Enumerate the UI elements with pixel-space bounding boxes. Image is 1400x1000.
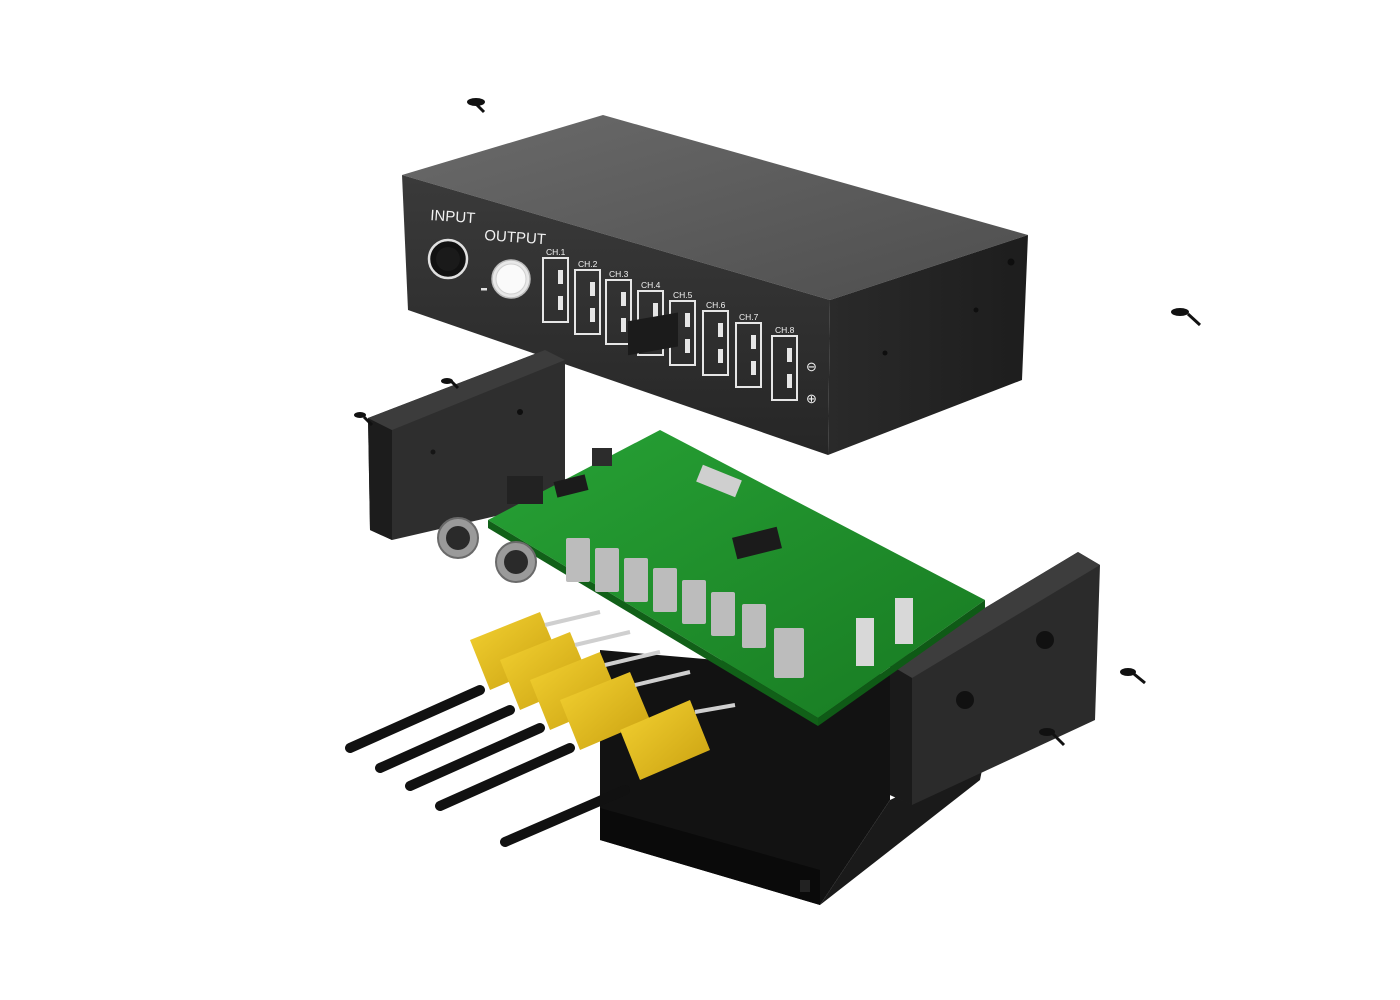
channel-slot[interactable]: CH.1 xyxy=(542,247,569,323)
chip xyxy=(553,474,589,498)
screw xyxy=(1120,668,1146,685)
output-socket[interactable] xyxy=(491,259,531,299)
channel-slot[interactable]: CH.3 xyxy=(605,269,632,345)
right-end-panel xyxy=(890,552,1100,805)
channel-label: CH.5 xyxy=(673,290,693,300)
channel-label: CH.3 xyxy=(609,269,629,279)
channel-slot[interactable]: CH.8 xyxy=(771,325,798,401)
channel-label: CH.4 xyxy=(641,280,661,290)
screw xyxy=(441,378,460,390)
thermocouple-connector[interactable] xyxy=(375,630,631,773)
indicator-led xyxy=(481,288,487,291)
screw xyxy=(467,98,486,114)
input-socket[interactable] xyxy=(427,238,469,280)
screws xyxy=(354,98,1202,747)
thermocouple-connectors xyxy=(345,610,736,847)
chip xyxy=(628,312,678,356)
screw xyxy=(1171,308,1202,327)
screw-hole xyxy=(517,409,523,415)
thermocouple-connector[interactable] xyxy=(405,650,661,791)
input-label: INPUT xyxy=(430,207,476,227)
screw-hole xyxy=(430,449,436,455)
capacitor xyxy=(856,618,874,666)
screw-hole xyxy=(973,307,979,313)
channel-label: CH.7 xyxy=(739,312,759,322)
circuit-board xyxy=(488,312,985,726)
terminal-blocks xyxy=(566,538,804,678)
output-label: OUTPUT xyxy=(484,227,547,248)
screw-hole xyxy=(1007,258,1015,266)
screw xyxy=(1039,728,1066,747)
polarity-plus-symbol: ⊕ xyxy=(806,391,817,406)
channel-label: CH.1 xyxy=(546,247,566,257)
channel-slot[interactable]: CH.6 xyxy=(702,300,729,376)
switch xyxy=(696,464,742,498)
capacitor xyxy=(895,598,913,644)
polarity-minus-symbol: ⊖ xyxy=(806,359,817,374)
screw xyxy=(354,412,374,427)
channel-slot[interactable]: CH.7 xyxy=(735,312,762,388)
top-cover-side-face xyxy=(828,235,1028,455)
capacitor xyxy=(592,448,612,466)
channel-label: CH.8 xyxy=(775,325,795,335)
screw-hole xyxy=(1036,631,1054,649)
top-cover-front-face xyxy=(402,175,830,455)
thermocouple-connector[interactable] xyxy=(345,610,601,753)
chip xyxy=(732,526,782,560)
thermocouple-connector[interactable] xyxy=(500,700,736,847)
channel-label: CH.6 xyxy=(706,300,726,310)
circular-connector[interactable] xyxy=(437,517,479,559)
screw-hole xyxy=(882,350,888,356)
top-cover-top-face xyxy=(402,115,1028,300)
circular-connector[interactable] xyxy=(495,541,537,583)
channel-slot[interactable]: CH.2 xyxy=(574,259,601,335)
chip xyxy=(507,476,543,504)
screw-hole xyxy=(956,691,974,709)
channel-label: CH.2 xyxy=(578,259,598,269)
top-cover: INPUT OUTPUT CH.1 CH.2 CH.3 xyxy=(402,115,1028,455)
thermocouple-connector[interactable] xyxy=(435,670,691,811)
